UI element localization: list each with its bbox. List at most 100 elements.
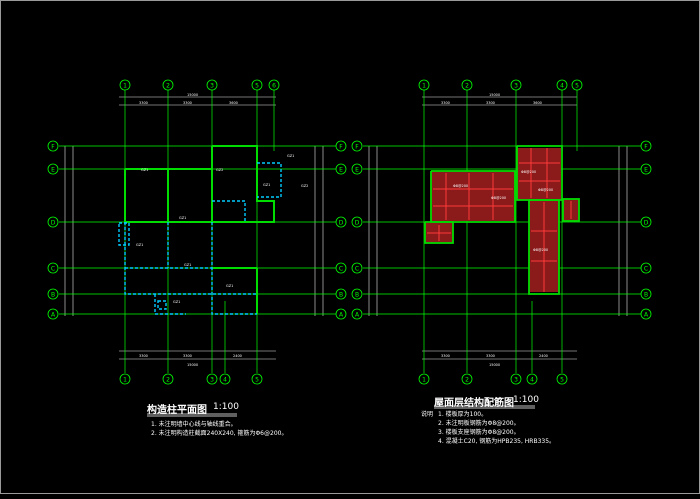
left-bottom-axis-2-circle xyxy=(162,373,174,385)
right-top-axis-1-label: 1 xyxy=(422,83,426,90)
right-top-axis-4-circle xyxy=(556,79,568,91)
left-east-axis-3-circle xyxy=(335,216,347,228)
right-west-axis-2-label: E xyxy=(355,167,359,174)
svg-text:GZ2: GZ2 xyxy=(216,168,223,172)
title-underlines xyxy=(147,405,535,417)
right-top-axis-1-circle xyxy=(418,79,430,91)
right-dimension-lines xyxy=(368,96,628,360)
right-east-axis-6-label: A xyxy=(644,312,649,319)
svg-text:3300: 3300 xyxy=(486,101,495,105)
right-axis-grid xyxy=(363,89,641,373)
left-west-axis-1-label: F xyxy=(51,144,55,151)
svg-text:GZ1: GZ1 xyxy=(173,300,180,304)
left-east-axis-4-label: C xyxy=(339,266,343,273)
left-bottom-axis-2-label: 2 xyxy=(166,377,170,384)
right-plan-note-2: 2. 未注明板钢筋为Φ8@200。 xyxy=(438,420,520,427)
right-east-axis-2-circle xyxy=(640,163,652,175)
right-top-axis-2-label: 2 xyxy=(465,83,469,90)
left-west-axis-2-label: E xyxy=(51,167,55,174)
right-west-axis-3-circle xyxy=(351,216,363,228)
right-west-axis-6-label: A xyxy=(355,312,360,319)
right-east-axis-3-circle xyxy=(640,216,652,228)
left-bottom-axis-4-circle xyxy=(219,373,231,385)
svg-text:Φ8@200: Φ8@200 xyxy=(533,248,548,252)
left-east-axis-6-label: A xyxy=(339,312,344,319)
right-east-axis-3-label: D xyxy=(644,220,649,227)
right-west-axis-2-circle xyxy=(351,163,363,175)
left-axis-grid xyxy=(59,89,336,373)
right-bottom-axis-2-label: 2 xyxy=(465,377,469,384)
left-top-axis-5-circle xyxy=(268,79,280,91)
svg-text:Φ8@200: Φ8@200 xyxy=(491,196,506,200)
left-plan-note-1: 1. 未注明墙中心线与轴线重合。 xyxy=(151,421,237,428)
svg-text:3300: 3300 xyxy=(441,354,450,358)
svg-text:3600: 3600 xyxy=(533,101,542,105)
svg-text:15000: 15000 xyxy=(489,93,500,97)
left-east-axis-4-circle xyxy=(335,262,347,274)
right-west-axis-6-circle xyxy=(351,308,363,320)
left-east-axis-5-label: B xyxy=(339,292,343,299)
left-bottom-axis-1-circle xyxy=(119,373,131,385)
svg-text:GZ1: GZ1 xyxy=(287,154,294,158)
svg-text:3300: 3300 xyxy=(139,101,148,105)
svg-text:3600: 3600 xyxy=(229,101,238,105)
left-west-axis-1-circle xyxy=(47,140,59,152)
right-east-axis-4-label: C xyxy=(644,266,648,273)
svg-text:3300: 3300 xyxy=(183,354,192,358)
svg-text:Φ8@200: Φ8@200 xyxy=(521,170,536,174)
right-east-axis-4-circle xyxy=(640,262,652,274)
svg-text:Φ8@200: Φ8@200 xyxy=(453,184,468,188)
svg-text:GZ2: GZ2 xyxy=(301,184,308,188)
left-plan-note-2: 2. 未注明构造柱截面240X240, 箍筋为Φ6@200。 xyxy=(151,430,288,437)
right-west-axis-1-circle xyxy=(351,140,363,152)
left-top-axis-2-circle xyxy=(162,79,174,91)
left-west-axis-2-circle xyxy=(47,163,59,175)
right-top-axis-5-circle xyxy=(571,79,583,91)
left-bottom-axis-1-label: 1 xyxy=(123,377,127,384)
svg-text:3300: 3300 xyxy=(486,354,495,358)
right-east-axis-6-circle xyxy=(640,308,652,320)
right-west-axis-3-label: D xyxy=(355,220,360,227)
svg-text:15000: 15000 xyxy=(489,363,500,367)
left-columns xyxy=(118,162,282,315)
right-bottom-axis-5-circle xyxy=(556,373,568,385)
right-plan-note-4: 4. 混凝土C20, 钢筋为HPB235, HRB335。 xyxy=(438,438,556,445)
right-plan-scale: 1:100 xyxy=(513,395,539,405)
left-bottom-axis-5-circle xyxy=(251,373,263,385)
right-east-axis-2-label: E xyxy=(644,167,648,174)
svg-text:3300: 3300 xyxy=(441,101,450,105)
left-east-axis-5-circle xyxy=(335,288,347,300)
left-bottom-axis-3-circle xyxy=(206,373,218,385)
right-bottom-axis-5-label: 5 xyxy=(560,377,564,384)
left-dimension-lines xyxy=(64,96,324,360)
left-top-axis-1-circle xyxy=(119,79,131,91)
svg-text:GZ1: GZ1 xyxy=(136,243,143,247)
right-plan-title: 屋面层结构配筋图 xyxy=(434,398,514,409)
left-bottom-axis-3-label: 3 xyxy=(210,377,214,384)
right-top-axis-4-label: 4 xyxy=(560,83,564,90)
left-east-axis-6-circle xyxy=(335,308,347,320)
left-top-axis-4-circle xyxy=(251,79,263,91)
svg-text:GZ1: GZ1 xyxy=(226,284,233,288)
right-west-axis-1-label: F xyxy=(355,144,359,151)
right-east-axis-1-circle xyxy=(640,140,652,152)
svg-text:2400: 2400 xyxy=(233,354,242,358)
right-top-axis-2-circle xyxy=(461,79,473,91)
svg-text:3300: 3300 xyxy=(183,101,192,105)
left-top-axis-5-label: 6 xyxy=(272,83,276,90)
right-plan-notes-heading: 说明 xyxy=(421,411,434,418)
left-east-axis-1-label: F xyxy=(339,144,343,151)
right-east-axis-5-circle xyxy=(640,288,652,300)
left-plan-title: 构造柱平面图 xyxy=(147,405,207,416)
right-bottom-axis-4-label: 4 xyxy=(530,377,534,384)
right-west-axis-5-label: B xyxy=(355,292,359,299)
right-top-axis-5-label: 5 xyxy=(575,83,579,90)
left-east-axis-1-circle xyxy=(335,140,347,152)
